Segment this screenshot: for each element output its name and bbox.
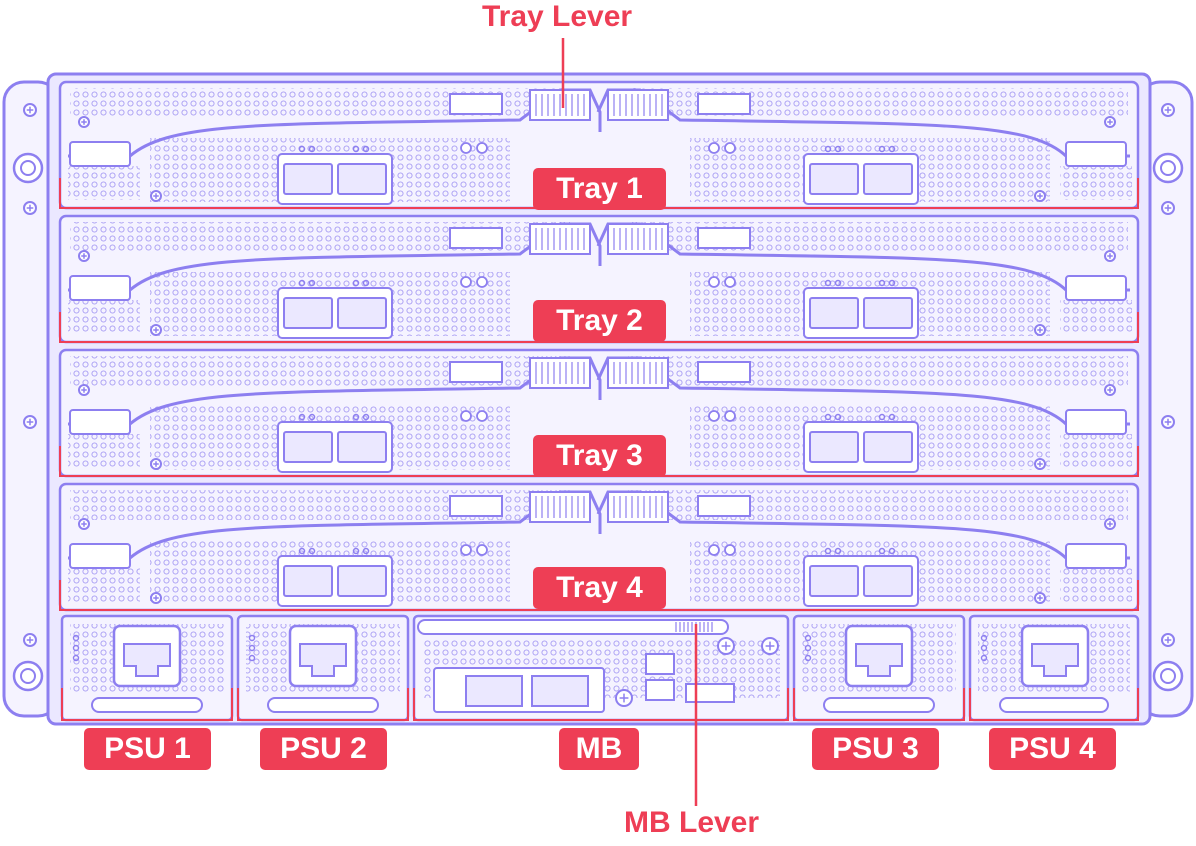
thumbscrew-right-top — [1152, 152, 1184, 184]
psu-1-label: PSU 1 — [84, 728, 211, 770]
power-inlet-socket — [855, 643, 903, 677]
tray-ports-left — [277, 145, 393, 205]
tray-lever-right — [596, 356, 1130, 426]
psu-handle — [267, 697, 379, 713]
psu-4-label: PSU 4 — [989, 728, 1116, 770]
tray-ports-right — [803, 413, 919, 473]
usb-port — [645, 679, 675, 701]
power-inlet-socket — [123, 643, 171, 677]
psu-2-module — [236, 614, 410, 722]
power-inlet-socket — [1031, 643, 1079, 677]
mb-screw — [615, 689, 633, 707]
psu-handle — [823, 697, 935, 713]
tray-screw — [78, 384, 90, 396]
tray-screw — [78, 518, 90, 530]
psu-2-label: PSU 2 — [260, 728, 387, 770]
tray-screw — [78, 250, 90, 262]
psu-4-module — [968, 614, 1140, 722]
psu-handle — [999, 697, 1109, 713]
tray-4-label: Tray 4 — [533, 567, 666, 609]
rj45-port — [645, 653, 675, 675]
module-accent-outline — [61, 688, 233, 721]
thumbscrew-left-top — [12, 152, 44, 184]
tray-lever-left — [68, 356, 602, 426]
ear-screw-right — [1161, 633, 1175, 647]
tray-lever-callout: Tray Lever — [482, 0, 633, 33]
mb-screw — [761, 637, 779, 655]
ear-screw-right — [1161, 201, 1175, 215]
module-accent-outline — [969, 688, 1139, 721]
tray-ports-left — [277, 547, 393, 607]
tray-lever-left — [68, 490, 602, 560]
thumbscrew-right-bottom — [1152, 660, 1184, 692]
tray-3-label: Tray 3 — [533, 435, 666, 477]
tray-screw — [1034, 324, 1046, 336]
mb-module — [412, 614, 790, 722]
tray-2-label: Tray 2 — [533, 300, 666, 342]
tray-lever-left — [68, 88, 602, 158]
tray-screw — [1034, 190, 1046, 202]
tray-lever-right — [596, 88, 1130, 158]
tray-ports-left — [277, 413, 393, 473]
ear-screw-right — [1161, 415, 1175, 429]
tray-ports-left — [277, 279, 393, 339]
power-inlet-socket — [299, 643, 347, 677]
psu-1-module — [60, 614, 234, 722]
mb-port — [465, 675, 523, 707]
psu-3-label: PSU 3 — [812, 728, 939, 770]
tray-screw — [1104, 250, 1116, 262]
ear-screw-left — [23, 201, 37, 215]
ear-screw-right — [1161, 103, 1175, 117]
tray-screw — [1104, 116, 1116, 128]
mb-label: MB — [559, 728, 639, 770]
mb-lever-handle — [417, 619, 729, 635]
tray-lever-right — [596, 222, 1130, 292]
tray-screw — [1034, 458, 1046, 470]
thumbscrew-left-bottom — [12, 660, 44, 692]
tray-1-label: Tray 1 — [533, 168, 666, 210]
mb-port — [531, 675, 589, 707]
psu-3-module — [792, 614, 966, 722]
tray-accent-outline — [59, 312, 1139, 343]
tray-screw — [150, 592, 162, 604]
tray-lever-left — [68, 222, 602, 292]
tray-screw — [1034, 592, 1046, 604]
ear-screw-left — [23, 103, 37, 117]
mb-screw — [717, 637, 735, 655]
module-accent-outline — [413, 688, 789, 721]
tray-screw — [78, 116, 90, 128]
tray-screw — [1104, 518, 1116, 530]
tray-ports-right — [803, 279, 919, 339]
tray-ports-right — [803, 145, 919, 205]
psu-handle — [91, 697, 203, 713]
mb-lever-callout: MB Lever — [624, 806, 760, 839]
tray-accent-outline — [59, 580, 1139, 611]
tray-ports-right — [803, 547, 919, 607]
ear-screw-left — [23, 415, 37, 429]
module-accent-outline — [793, 688, 965, 721]
module-accent-outline — [237, 688, 409, 721]
display-port — [685, 683, 735, 703]
tray-lever-right — [596, 490, 1130, 560]
ear-screw-left — [23, 633, 37, 647]
tray-screw — [150, 324, 162, 336]
tray-screw — [1104, 384, 1116, 396]
tray-screw — [150, 190, 162, 202]
tray-screw — [150, 458, 162, 470]
